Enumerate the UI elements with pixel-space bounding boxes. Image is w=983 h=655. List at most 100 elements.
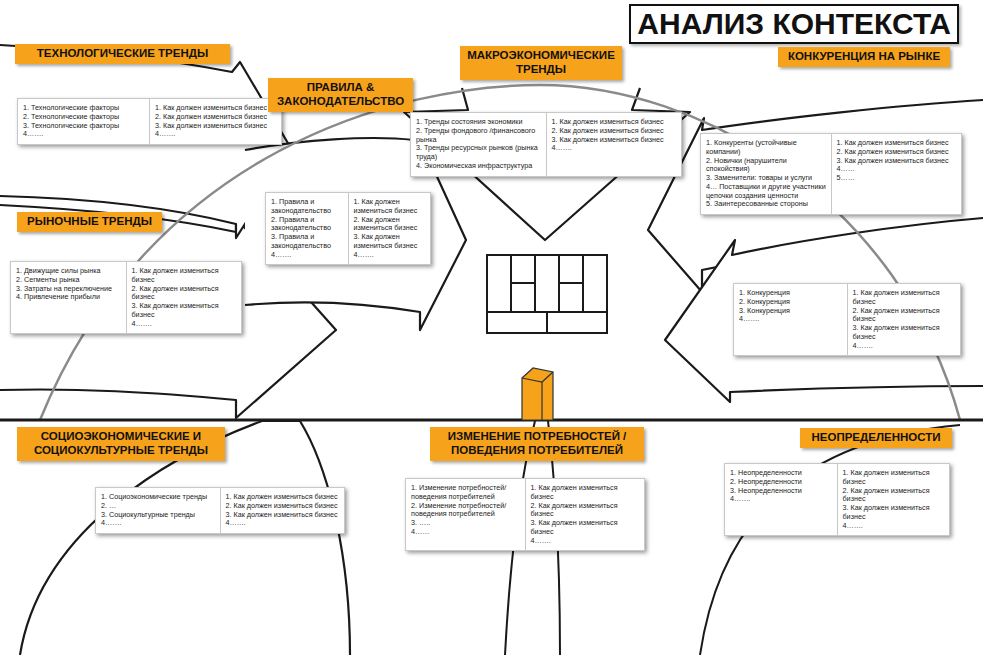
canvas-grid (487, 255, 607, 333)
arrow-shape (404, 88, 690, 240)
page-title: АНАЛИЗ КОНТЕКСТА (629, 4, 959, 44)
canvas-frame (487, 255, 607, 333)
factor-column: 1. Технологические факторы2. Технологиче… (18, 99, 149, 144)
list-item: 3. Как должен измениться бизнес (853, 324, 957, 342)
impact-column: 1. Как должен измениться бизнес2. Как до… (525, 479, 645, 550)
list-item: 4……. (271, 251, 344, 260)
category-label: НЕОПРЕДЕЛЕННОСТИ (800, 428, 952, 448)
list-item: 1. Изменение потребностей/ поведения пот… (411, 484, 521, 502)
list-item: 3. Как должен измениться бизнес (531, 519, 641, 537)
list-item: 2. Сегменты рынка (16, 276, 122, 285)
list-item: 3. Как должен измениться бизнес (552, 136, 678, 145)
factor-box: 1. Движущие силы рынка2. Сегменты рынка3… (10, 261, 242, 334)
list-item: 4……. (23, 130, 145, 139)
list-item: 1. Как должен измениться бизнес (837, 139, 958, 148)
list-item: 4……. (101, 519, 216, 528)
factor-column: 1. Конкуренция2. Конкуренция3. Конкуренц… (734, 284, 847, 355)
factor-box: 1. Изменение потребностей/ поведения пот… (405, 478, 645, 551)
arrow-shape (665, 218, 983, 402)
list-item: 2. Как должен измениться бизнес (853, 307, 957, 325)
factor-box: 1. Неопределенности2. Неопределенности 3.… (724, 463, 950, 536)
factor-column: 1. Конкуренты (устойчивые компании)2. Но… (701, 134, 831, 214)
list-item: 4……. (226, 519, 341, 528)
list-item: 3. Правила и законодательство (271, 233, 344, 251)
factor-column: 1. Движущие силы рынка2. Сегменты рынка3… (11, 262, 126, 333)
list-item: 2. Неопределенности (730, 478, 833, 487)
list-item: 1. Как должен измениться бизнес (843, 469, 946, 487)
list-item: 2. Тренды фондового /финансового рынка (416, 127, 542, 145)
list-item: 1. Правила и законодательство (271, 198, 344, 216)
factor-column: 1. Социоэкономические тренды2. …3. Социо… (96, 488, 220, 533)
category-title: ИЗМЕНЕНИЕ ПОТРЕБНОСТЕЙ / ПОВЕДЕНИЯ ПОТРЕ… (436, 430, 638, 458)
factor-column: 1. Правила и законодательство2. Правила … (266, 193, 348, 264)
list-item: 4……. (843, 522, 946, 531)
factor-box: 1. Социоэкономические тренды2. …3. Социо… (95, 487, 345, 534)
list-item: 3. Социокультурные тренды (101, 511, 216, 520)
factor-column: 1. Изменение потребностей/ поведения пот… (406, 479, 525, 550)
list-item: 4……. (739, 315, 843, 324)
list-item: 2. Технологические факторы (23, 113, 145, 122)
list-item: 3. Как должен измениться бизнес (155, 122, 277, 131)
list-item: 1. Тренды состояния экономики (416, 118, 542, 127)
list-item: 2. Как должен измениться бизнес (837, 148, 958, 157)
impact-column: 1. Как должен измениться бизнес2. Как до… (831, 134, 962, 214)
list-item: 4…… (837, 165, 958, 174)
factor-box: 1. Тренды состояния экономики2. Тренды ф… (410, 112, 682, 177)
category-title: ТЕХНОЛОГИЧЕСКИЕ ТРЕНДЫ (21, 47, 224, 61)
list-item: 2. Новички (нарушители спокойствия) (706, 157, 827, 175)
list-item: 4……. (155, 130, 277, 139)
category-title: РЫНОЧНЫЕ ТРЕНДЫ (23, 215, 156, 229)
category-title: ПРАВИЛА & ЗАКОНОДАТЕЛЬСТВО (274, 81, 407, 109)
category-title: СОЦИОЭКОНОМИЧЕСКИЕ И СОЦИОКУЛЬТУРНЫЕ ТРЕ… (23, 430, 219, 458)
list-item: 3. Как должен измениться бизнес (132, 302, 238, 320)
list-item: 4…… (411, 528, 521, 537)
category-label: ПРАВИЛА & ЗАКОНОДАТЕЛЬСТВО (268, 78, 413, 112)
factor-column: 1. Тренды состояния экономики2. Тренды ф… (411, 113, 546, 176)
list-item: 1. Как должен измениться бизнес (132, 267, 238, 285)
list-item: 3. Как должен измениться бизнес (843, 504, 946, 522)
category-label: РЫНОЧНЫЕ ТРЕНДЫ (17, 212, 162, 232)
list-item: 2. Как должен измениться бизнес (226, 502, 341, 511)
category-title: НЕОПРЕДЕЛЕННОСТИ (806, 431, 946, 445)
list-item: 1. Технологические факторы (23, 104, 145, 113)
factor-box: 1. Правила и законодательство2. Правила … (265, 192, 431, 265)
list-item: 2. Как должен измениться бизнес (354, 216, 427, 234)
list-item: 1. Социоэкономические тренды (101, 493, 216, 502)
category-label: МАКРОЭКОНОМИЧЕСКИЕ ТРЕНДЫ (460, 46, 622, 80)
list-item: 5…… (837, 174, 958, 183)
canvas-icon (487, 255, 607, 333)
list-item: 3. Как должен измениться бизнес (226, 511, 341, 520)
prism-body (522, 368, 553, 420)
prism-edge (522, 372, 553, 382)
category-label: ТЕХНОЛОГИЧЕСКИЕ ТРЕНДЫ (15, 44, 230, 64)
list-item: 3. Тренды ресурсных рынков (рынка труда) (416, 144, 542, 162)
impact-column: 1. Как должен измениться бизнес2. Как до… (847, 284, 961, 355)
impact-column: 1. Как должен измениться бизнес2. Как до… (220, 488, 345, 533)
list-item: 4……. (531, 537, 641, 546)
prism-edge (541, 382, 542, 420)
baseline (0, 419, 983, 422)
list-item: 5. Заинтересованные стороны (706, 200, 827, 209)
impact-column: 1. Как должен измениться бизнес2. Как до… (837, 464, 950, 535)
category-label: СОЦИОЭКОНОМИЧЕСКИЕ И СОЦИОКУЛЬТУРНЫЕ ТРЕ… (17, 427, 225, 461)
list-item: 3. Как должен измениться бизнес (837, 157, 958, 166)
list-item: 2. Как должен измениться бизнес (132, 285, 238, 303)
list-item: 4. Привлечение прибыли (16, 293, 122, 302)
list-item: 4……. (853, 342, 957, 351)
list-item: 4……. (132, 320, 238, 329)
list-item: 3. Затраты на переключение (16, 285, 122, 294)
list-item: 1. Как должен измениться бизнес (552, 118, 678, 127)
list-item: 2. Как должен измениться бизнес (531, 502, 641, 520)
list-item: 2. Как должен измениться бизнес (843, 487, 946, 505)
impact-column: 1. Как должен измениться бизнес2. Как до… (546, 113, 682, 176)
category-label: КОНКУРЕНЦИЯ НА РЫНКЕ (778, 47, 950, 67)
list-item: 3. Конкуренция (739, 307, 843, 316)
list-item: 3. ….. (411, 519, 521, 528)
list-item: 4……. (354, 251, 427, 260)
list-item: 1. Конкуренты (устойчивые компании) (706, 139, 827, 157)
list-item: 3. Как должен измениться бизнес (354, 233, 427, 251)
list-item: 1. Как должен измениться бизнес (155, 104, 277, 113)
category-label: ИЗМЕНЕНИЕ ПОТРЕБНОСТЕЙ / ПОВЕДЕНИЯ ПОТРЕ… (430, 427, 644, 461)
list-item: 1. Неопределенности (730, 469, 833, 478)
category-title: МАКРОЭКОНОМИЧЕСКИЕ ТРЕНДЫ (466, 49, 616, 77)
